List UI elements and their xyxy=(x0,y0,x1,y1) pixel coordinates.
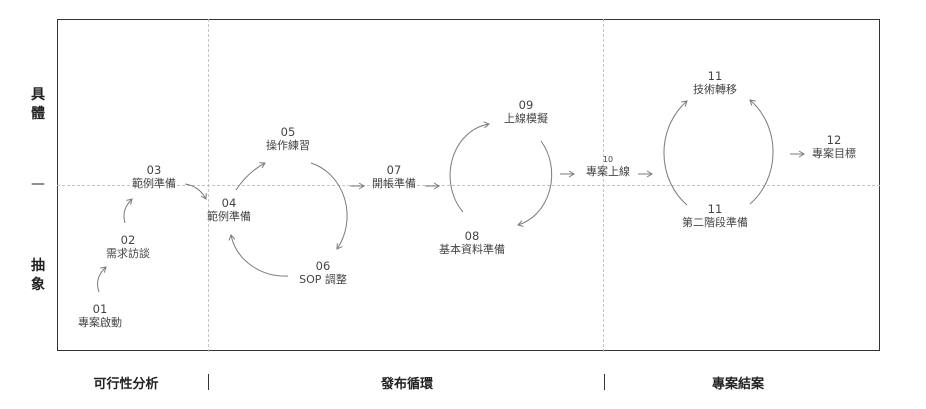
arrow-05-06 xyxy=(310,162,348,250)
arrow-11b-11a-left xyxy=(663,100,688,206)
phase-release-cycle: 發布循環 xyxy=(380,377,434,392)
axis-concrete: 具體 xyxy=(31,87,45,122)
node-label: 基本資料準備 xyxy=(439,243,505,256)
node-number: 05 xyxy=(280,125,296,139)
arrow-09-08 xyxy=(517,140,553,227)
node-label: SOP 調整 xyxy=(299,273,347,286)
phase-separator xyxy=(604,374,605,390)
node-number: 08 xyxy=(464,229,480,243)
node-number: 09 xyxy=(518,98,534,112)
node-number: 12 xyxy=(826,133,842,147)
node-label: 需求訪談 xyxy=(106,247,150,260)
node-label: 專案目標 xyxy=(812,147,856,160)
node-number: 11 xyxy=(707,202,723,216)
node-label: 專案啟動 xyxy=(78,316,122,329)
node-number: 11 xyxy=(707,69,723,83)
phase-separator xyxy=(208,374,209,390)
arrow-02-03 xyxy=(123,198,133,224)
node-number: 04 xyxy=(221,196,237,210)
node-number: 01 xyxy=(92,302,108,316)
phase-feasibility: 可行性分析 xyxy=(93,377,159,392)
node-number: 10 xyxy=(602,155,614,164)
arrow-03-04 xyxy=(184,183,207,200)
midline xyxy=(57,185,880,186)
node-number: 03 xyxy=(146,163,162,177)
node-label: 專案上線 xyxy=(586,165,630,178)
phase-closure: 專案結案 xyxy=(711,377,765,392)
arrow-01-02 xyxy=(97,266,107,293)
arrow-08-09 xyxy=(449,121,490,213)
node-label: 操作練習 xyxy=(266,139,310,152)
node-number: 02 xyxy=(120,233,136,247)
axis-abstract: 抽象 xyxy=(31,258,45,293)
node-number: 06 xyxy=(315,259,331,273)
node-label: 範例準備 xyxy=(207,210,251,223)
node-label: 技術轉移 xyxy=(693,83,737,96)
node-label: 上線模擬 xyxy=(504,112,548,125)
node-number: 07 xyxy=(386,163,402,177)
arrow-06-04 xyxy=(228,234,289,277)
node-label: 範例準備 xyxy=(132,177,176,190)
node-label: 第二階段準備 xyxy=(682,216,748,229)
arrow-04-05 xyxy=(235,162,266,191)
node-label: 開帳準備 xyxy=(372,177,416,190)
arrow-11b-11a-right xyxy=(749,99,774,205)
axis-mid: — xyxy=(31,176,45,192)
